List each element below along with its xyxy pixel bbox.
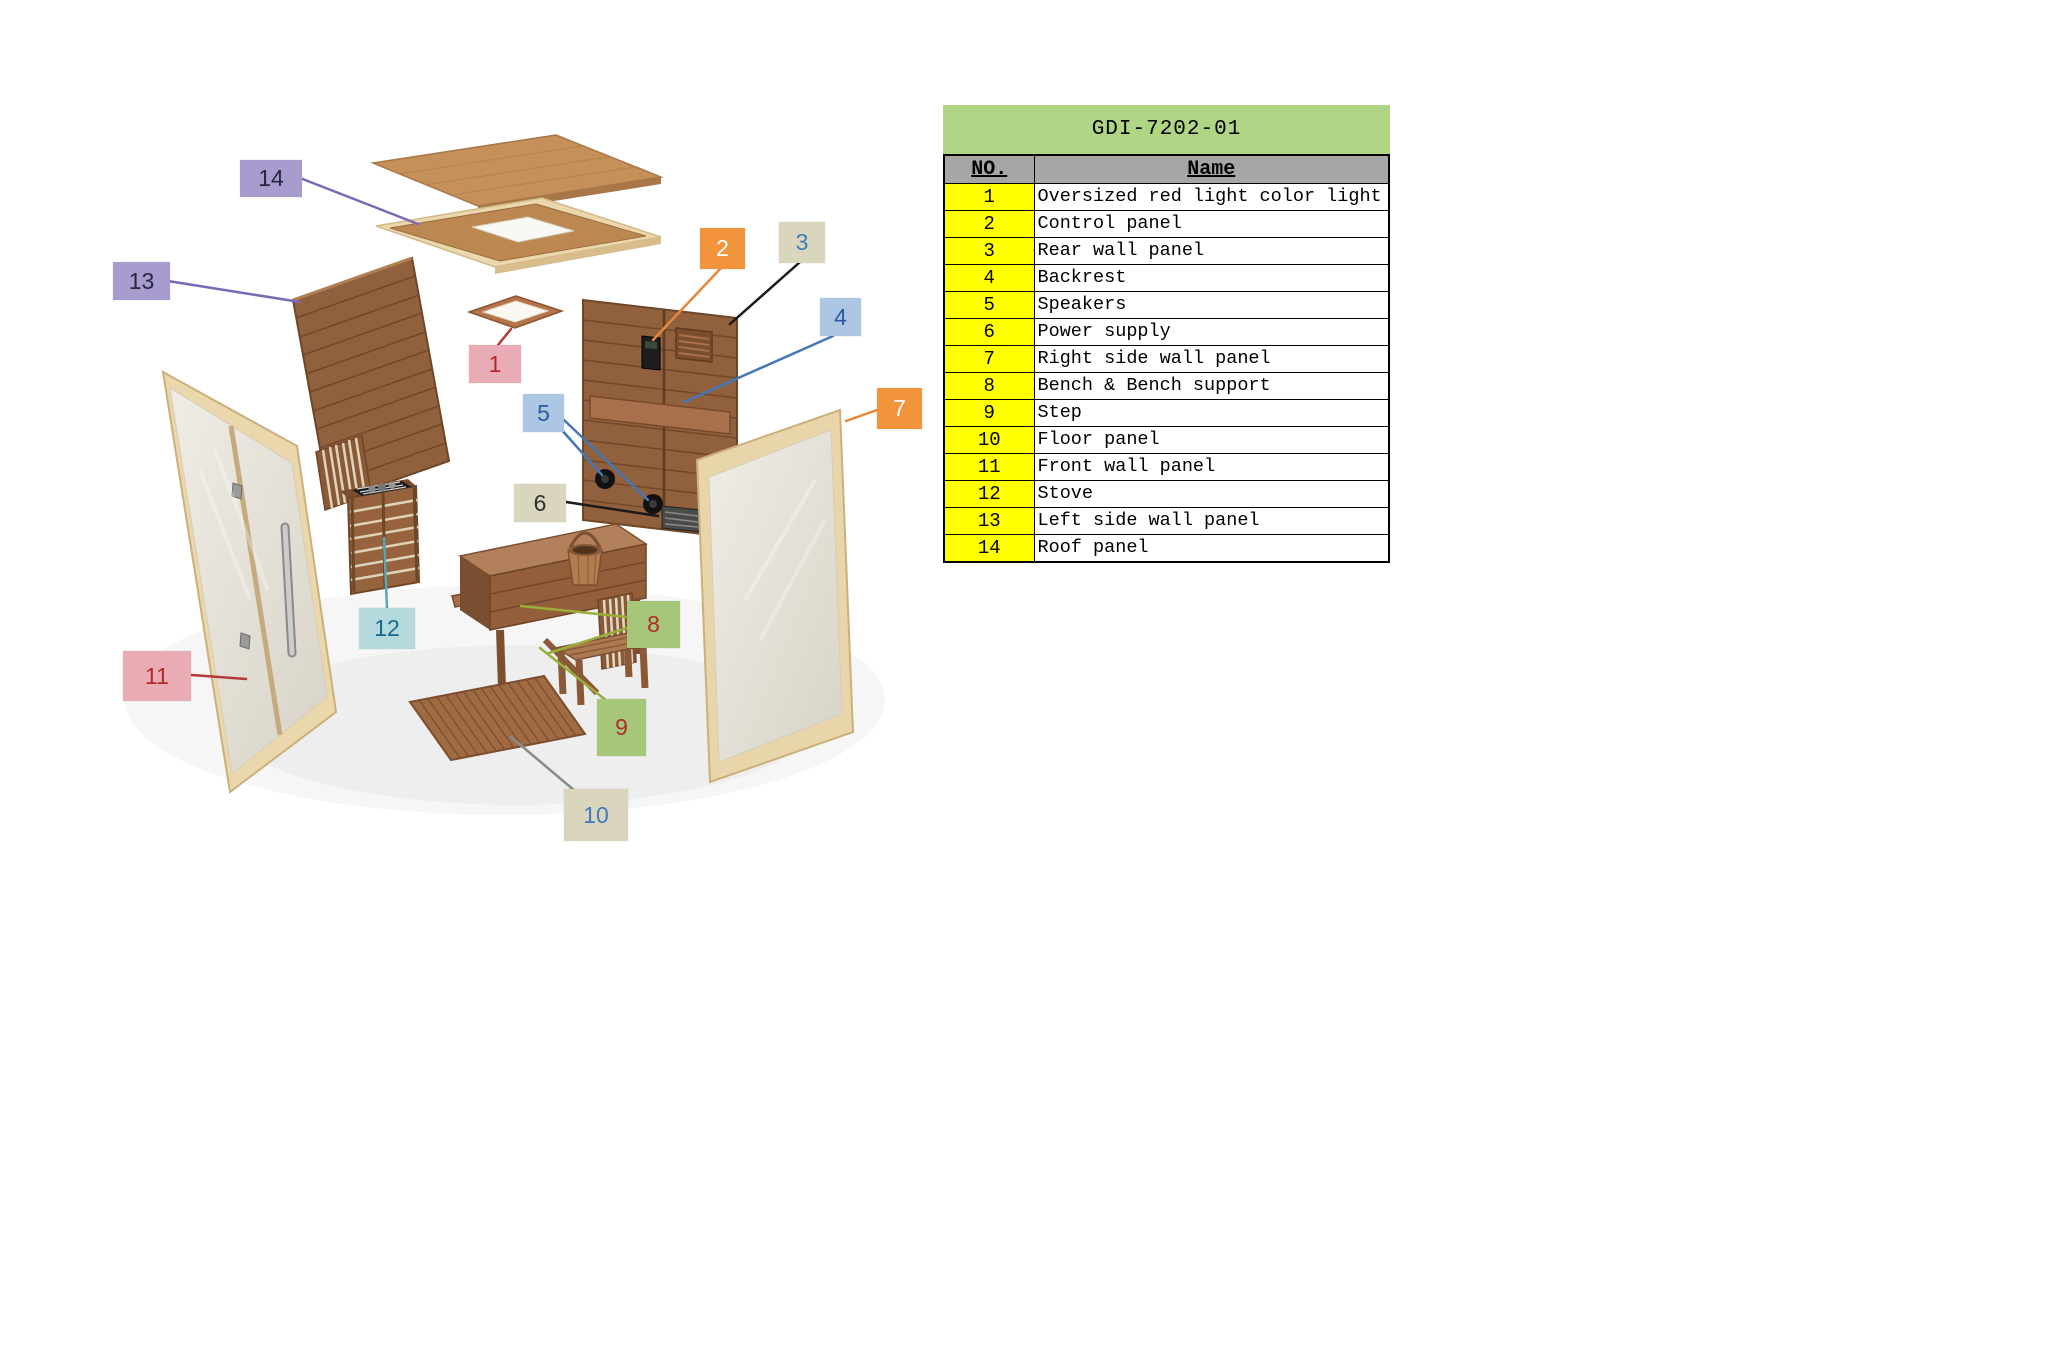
callout-1: 1 xyxy=(469,345,521,383)
callout-13: 13 xyxy=(113,262,170,300)
leader-line-5b xyxy=(562,418,650,502)
model-title: GDI-7202-01 xyxy=(943,105,1390,154)
callout-12: 12 xyxy=(359,608,415,649)
leader-line-12 xyxy=(382,536,389,610)
part-no: 4 xyxy=(943,263,1035,292)
part-no: 13 xyxy=(943,506,1035,535)
leader-line-2 xyxy=(651,265,724,342)
callout-14: 14 xyxy=(240,160,302,197)
part-name: Bench & Bench support xyxy=(1033,371,1390,400)
part-no: 2 xyxy=(943,209,1035,238)
callout-7: 7 xyxy=(877,388,922,429)
part-name: Step xyxy=(1033,398,1390,427)
part-name: Roof panel xyxy=(1033,533,1390,562)
part-no: 1 xyxy=(943,182,1035,211)
table-row: 1 Oversized red light color light xyxy=(943,182,1390,211)
vent-grille xyxy=(675,327,713,363)
part-name: Front wall panel xyxy=(1033,452,1390,481)
part-name: Stove xyxy=(1033,479,1390,508)
front-wall-panel xyxy=(161,370,338,794)
callout-11: 11 xyxy=(123,651,191,701)
part-no: 3 xyxy=(943,236,1035,265)
leader-line-3 xyxy=(728,260,802,326)
part-name: Backrest xyxy=(1033,263,1390,292)
table-row: 3 Rear wall panel xyxy=(943,236,1390,265)
right-wall-panel xyxy=(695,408,855,784)
table-row: 13 Left side wall panel xyxy=(943,506,1390,535)
part-no: 7 xyxy=(943,344,1035,373)
table-row: 6 Power supply xyxy=(943,317,1390,346)
leader-lines xyxy=(166,176,879,798)
part-no: 12 xyxy=(943,479,1035,508)
leader-line-14 xyxy=(298,176,420,226)
callout-8: 8 xyxy=(627,601,680,648)
table-row: 10 Floor panel xyxy=(943,425,1390,454)
table-row: 9 Step xyxy=(943,398,1390,427)
part-no: 11 xyxy=(943,452,1035,481)
header-name: Name xyxy=(1033,154,1390,184)
part-no: 10 xyxy=(943,425,1035,454)
leader-line-9 xyxy=(538,646,609,703)
callout-10: 10 xyxy=(564,789,628,841)
part-name: Floor panel xyxy=(1033,425,1390,454)
power-supply xyxy=(661,505,702,533)
callout-5: 5 xyxy=(523,394,564,432)
parts-table: GDI-7202-01 NO. Name 1 Oversized red lig… xyxy=(943,105,1390,563)
part-name: Control panel xyxy=(1033,209,1390,238)
part-no: 5 xyxy=(943,290,1035,319)
callout-2: 2 xyxy=(700,228,745,269)
part-name: Oversized red light color light xyxy=(1033,182,1390,211)
table-row: 14 Roof panel xyxy=(943,533,1390,562)
backrest xyxy=(589,395,731,435)
red-light xyxy=(466,295,565,329)
part-name: Left side wall panel xyxy=(1033,506,1390,535)
callout-3: 3 xyxy=(779,222,825,263)
leader-line-13 xyxy=(166,279,302,304)
callout-9: 9 xyxy=(597,699,646,756)
table-row: 5 Speakers xyxy=(943,290,1390,319)
part-no: 8 xyxy=(943,371,1035,400)
table-row: 4 Backrest xyxy=(943,263,1390,292)
leader-line-8 xyxy=(519,604,629,619)
part-no: 6 xyxy=(943,317,1035,346)
roof-panel xyxy=(370,134,664,213)
stove xyxy=(340,479,421,596)
part-name: Speakers xyxy=(1033,290,1390,319)
table-header-row: NO. Name xyxy=(943,154,1390,184)
header-no: NO. xyxy=(943,154,1035,184)
part-name: Rear wall panel xyxy=(1033,236,1390,265)
part-name: Right side wall panel xyxy=(1033,344,1390,373)
table-row: 11 Front wall panel xyxy=(943,452,1390,481)
step xyxy=(553,632,651,706)
leader-line-4 xyxy=(682,334,835,404)
leader-line-1 xyxy=(496,327,513,347)
leader-line-5 xyxy=(558,426,604,477)
left-wall-panel xyxy=(291,256,451,512)
floor-panel xyxy=(408,674,587,762)
bucket xyxy=(567,531,603,586)
leader-line-7 xyxy=(844,408,879,423)
leader-line-10 xyxy=(509,735,583,798)
part-no: 14 xyxy=(943,533,1035,562)
leader-line-6 xyxy=(564,500,660,518)
table-row: 12 Stove xyxy=(943,479,1390,508)
door-hinge xyxy=(239,632,251,650)
bench xyxy=(451,523,648,696)
callout-6: 6 xyxy=(514,484,566,522)
table-row: 8 Bench & Bench support xyxy=(943,371,1390,400)
table-row: 7 Right side wall panel xyxy=(943,344,1390,373)
control-panel xyxy=(641,335,661,371)
leader-line-8b xyxy=(547,626,629,655)
callout-4: 4 xyxy=(820,298,861,336)
leader-line-11 xyxy=(190,673,248,681)
part-no: 9 xyxy=(943,398,1035,427)
table-row: 2 Control panel xyxy=(943,209,1390,238)
part-name: Power supply xyxy=(1033,317,1390,346)
door-hinge xyxy=(231,482,243,500)
roof-frame xyxy=(375,197,662,274)
